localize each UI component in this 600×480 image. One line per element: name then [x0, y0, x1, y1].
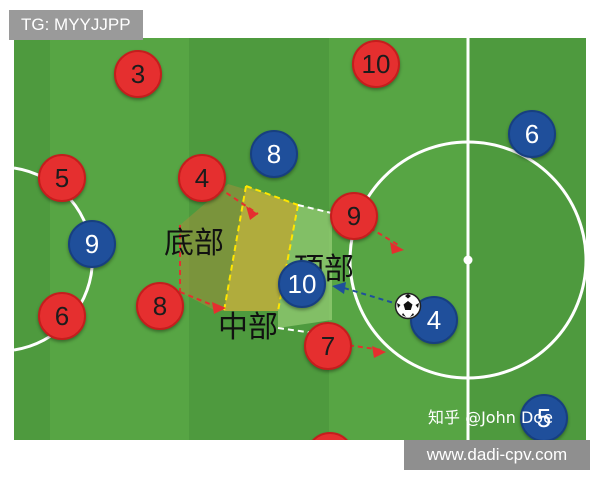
blue-player-6: 6	[508, 110, 556, 158]
soccer-ball-icon	[394, 292, 422, 324]
soccer-pitch: 底部 中部 顶部 3 10 5 4 9 6 8 7 10 6 8 9 10 4 …	[14, 38, 586, 440]
red-player-5: 5	[38, 154, 86, 202]
zone-label-bottom: 底部	[164, 226, 224, 261]
website-url-label: www.dadi-cpv.com	[404, 440, 590, 470]
zone-label-middle: 中部	[218, 310, 278, 345]
watermark-text: 知乎 @John Doe	[428, 408, 553, 427]
blue-player-9: 9	[68, 220, 116, 268]
pitch-graphics	[14, 38, 586, 440]
red-player-9: 9	[330, 192, 378, 240]
red-player-7: 7	[304, 322, 352, 370]
red-player-6: 6	[38, 292, 86, 340]
blue-player-10: 10	[278, 260, 326, 308]
blue-player-5: 5	[520, 394, 568, 440]
red-player-10-top: 10	[352, 40, 400, 88]
red-player-4: 4	[178, 154, 226, 202]
red-player-8: 8	[136, 282, 184, 330]
top-tag-label: TG: MYYJJPP	[9, 10, 143, 40]
red-player-3: 3	[114, 50, 162, 98]
blue-player-8: 8	[250, 130, 298, 178]
